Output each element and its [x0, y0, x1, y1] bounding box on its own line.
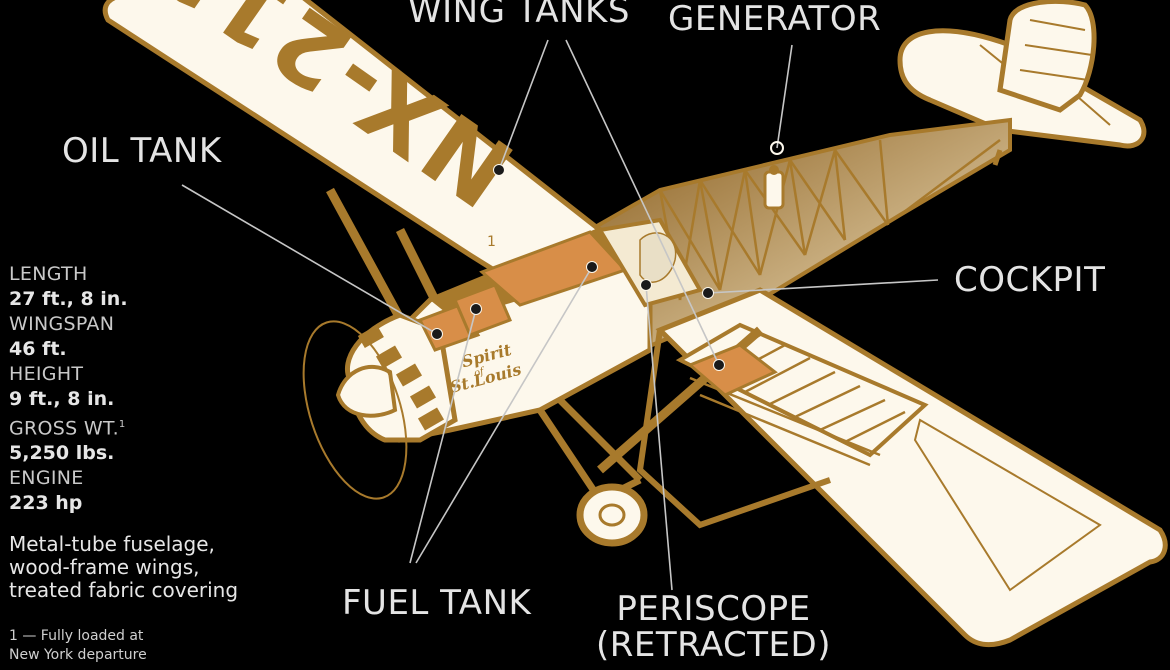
periscope-leader	[645, 284, 673, 591]
spec-value-height: 9 ft., 8 in.	[9, 388, 115, 410]
generator-leader	[776, 44, 793, 149]
spec-value-wingspan: 46 ft.	[9, 338, 67, 360]
wing-tank-dot-upper	[493, 164, 505, 176]
spec-label-gross-weight-text: GROSS WT.	[9, 417, 119, 440]
cockpit-leader	[707, 279, 939, 294]
description-line: Metal-tube fuselage,	[9, 532, 215, 556]
callout-cockpit: COCKPIT	[954, 260, 1106, 300]
wing-tank-shape	[687, 343, 778, 397]
description-line: treated fabric covering	[9, 578, 239, 602]
wing-tanks-leader-right	[565, 39, 720, 366]
wing-tanks-leader-left	[498, 39, 549, 171]
spec-note-marker: 1	[118, 419, 126, 430]
fuel-tank-front-shape	[453, 283, 512, 337]
spec-value-engine: 223 hp	[9, 492, 83, 515]
footnote: 1 — Fully loaded at New York departure	[9, 627, 209, 665]
spec-label-gross-weight: GROSS WT.1	[9, 412, 309, 441]
callout-wing-tanks: WING TANKS	[408, 0, 630, 31]
footnote-line: New York departure	[9, 647, 147, 663]
construction-description: Metal-tube fuselage, wood-frame wings, t…	[9, 533, 309, 602]
footnote-line: 1 — Fully loaded at	[9, 628, 144, 644]
fuel-tank-dot-main	[586, 261, 598, 273]
spec-label-wingspan: WINGSPAN	[9, 313, 115, 335]
footnote-marker-on-wing: 1	[487, 234, 496, 250]
landing-wheel	[576, 483, 648, 547]
oil-tank-dot	[431, 328, 443, 340]
callout-generator: GENERATOR	[668, 0, 882, 39]
spec-value-length: 27 ft., 8 in.	[9, 288, 128, 310]
fuel-tank-dot-front	[470, 303, 482, 315]
callout-oil-tank: OIL TANK	[62, 131, 222, 171]
spec-value-gross-weight: 5,250 lbs.	[9, 442, 115, 465]
spec-label-engine: ENGINE	[9, 467, 84, 490]
callout-fuel-tank: FUEL TANK	[342, 583, 532, 623]
fuel-tank-leader-left	[409, 308, 477, 564]
description-line: wood-frame wings,	[9, 555, 200, 579]
fuel-tank-leader-right	[415, 266, 593, 564]
wing-tank-dot-lower	[713, 359, 725, 371]
rudder	[997, 0, 1097, 113]
generator-dot	[770, 141, 784, 155]
periscope-dot	[640, 279, 652, 291]
generator-unit	[763, 170, 785, 210]
specifications: LENGTH 27 ft., 8 in. WINGSPAN 46 ft. HEI…	[9, 262, 309, 516]
callout-periscope-line1: PERISCOPE	[616, 589, 811, 629]
propeller-spinner	[335, 365, 398, 418]
callout-periscope-line2: (RETRACTED)	[596, 625, 831, 665]
callout-periscope: PERISCOPE (RETRACTED)	[596, 592, 831, 662]
oil-tank-leader	[181, 184, 438, 335]
spec-label-length: LENGTH	[9, 263, 88, 285]
spec-label-height: HEIGHT	[9, 363, 84, 385]
propeller-arc	[302, 320, 408, 500]
cockpit-dot	[702, 287, 714, 299]
